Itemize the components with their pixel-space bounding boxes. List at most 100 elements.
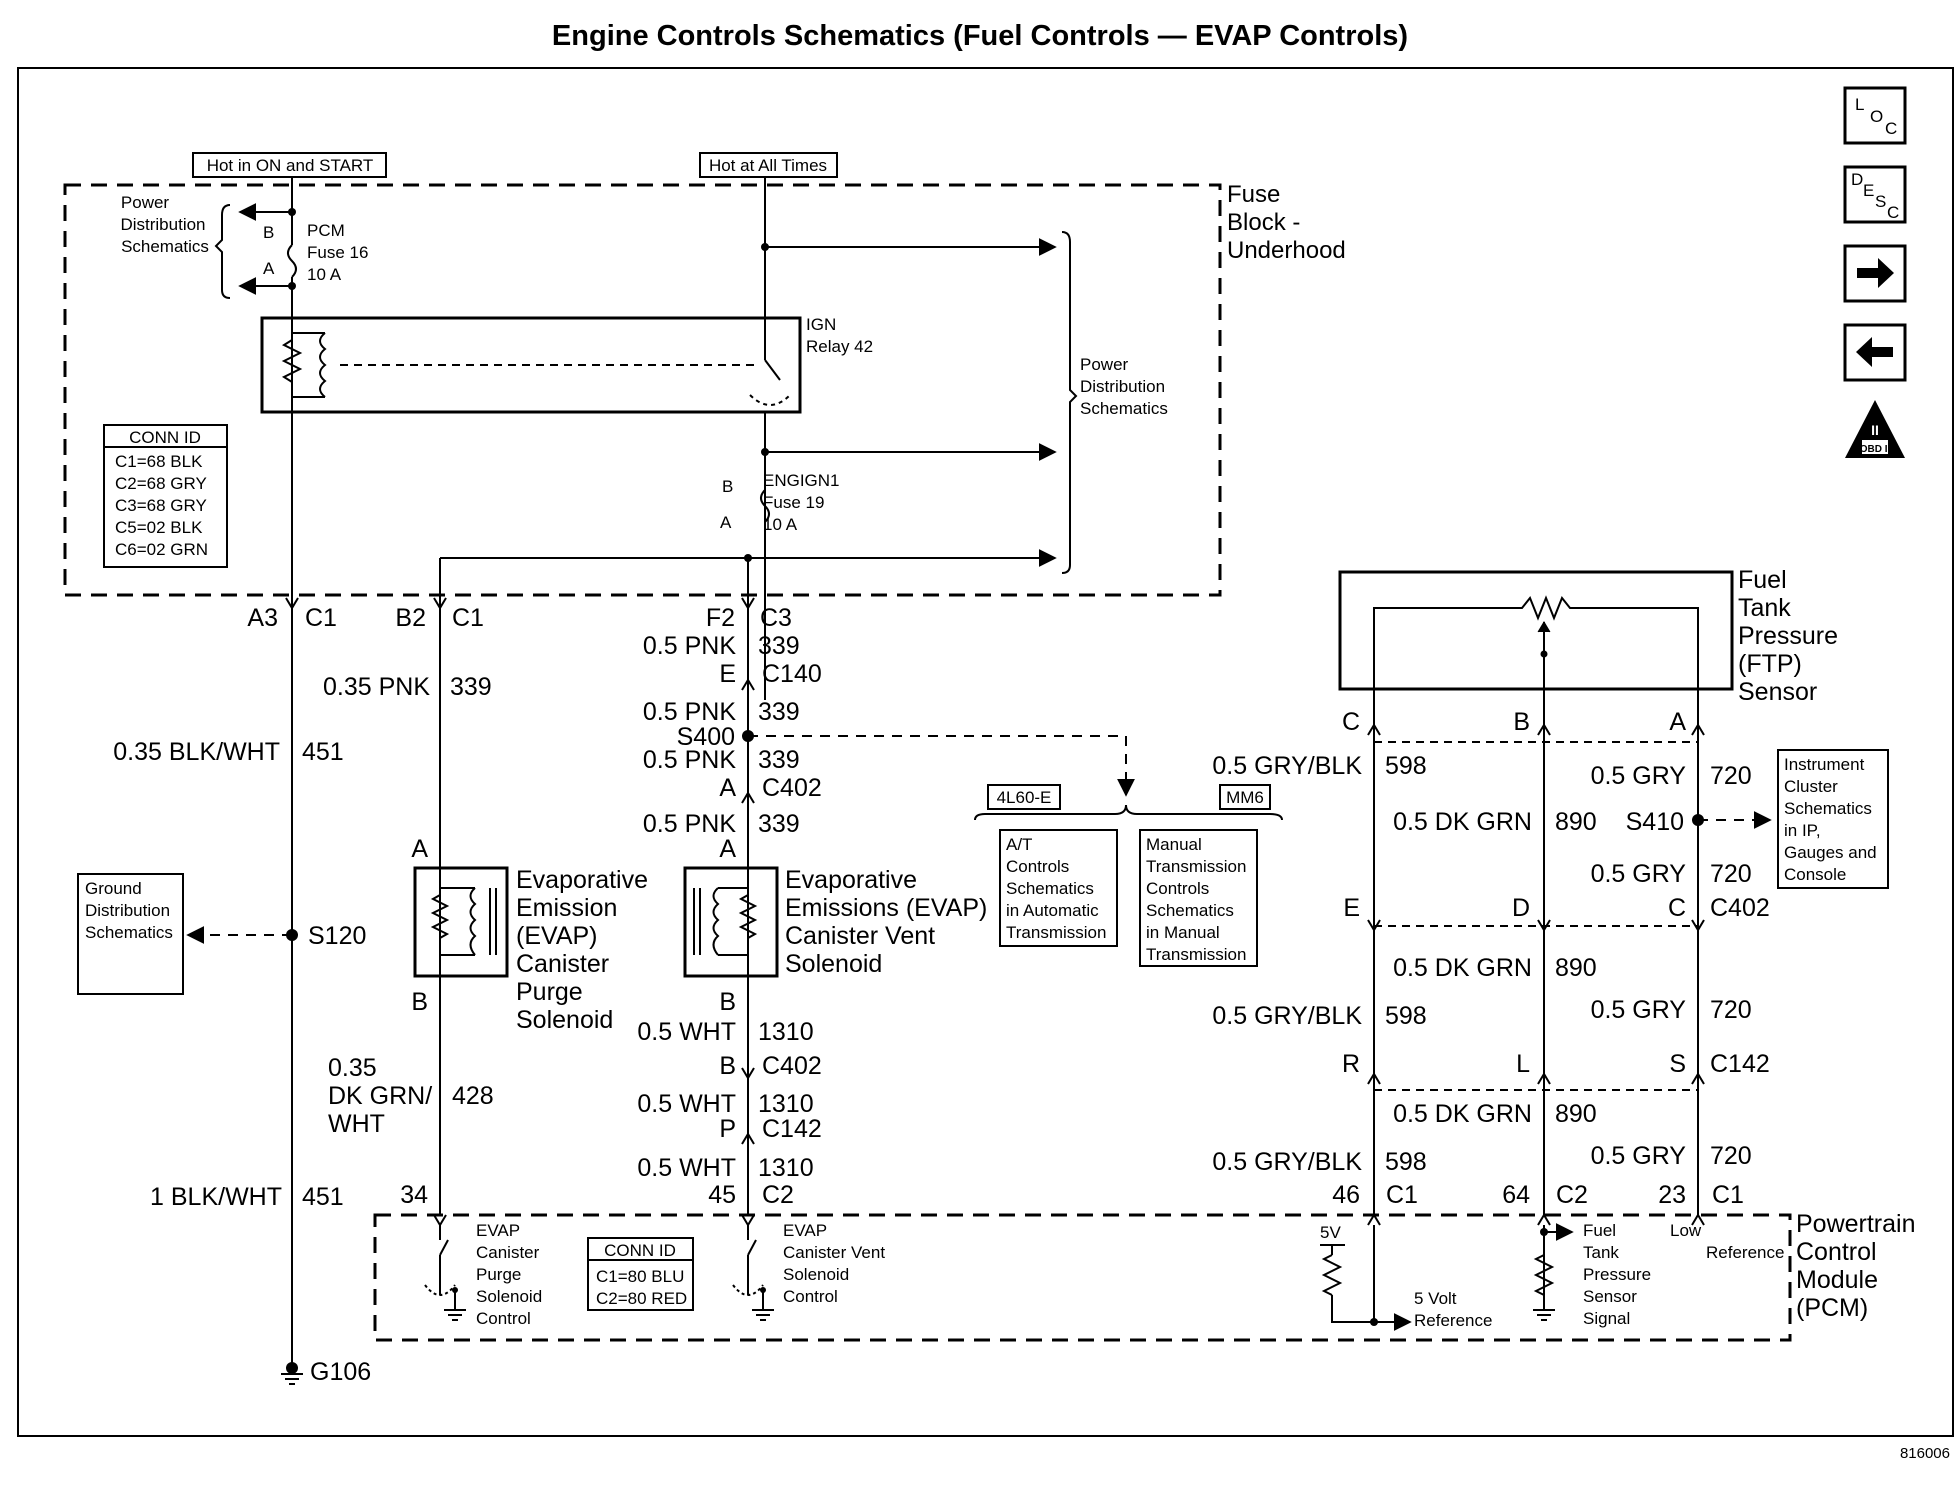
svg-text:34: 34 [400,1181,428,1209]
svg-text:Gauges and: Gauges and [1784,843,1877,862]
evap-vent-solenoid [683,866,779,978]
svg-text:C402: C402 [1710,894,1770,922]
svg-text:Manual: Manual [1146,835,1202,854]
svg-text:EVAP: EVAP [783,1221,827,1240]
svg-text:C2: C2 [1556,1181,1588,1209]
svg-text:Transmission: Transmission [1146,857,1246,876]
svg-text:Hot in ON and START: Hot in ON and START [207,156,374,175]
instrument-cluster-box[interactable]: Instrument Cluster Schematics in IP, Gau… [1777,749,1889,889]
svg-text:Control: Control [783,1287,838,1306]
svg-text:A/T: A/T [1006,835,1032,854]
svg-text:C3: C3 [760,604,792,632]
svg-text:S: S [1875,192,1886,211]
svg-text:598: 598 [1385,1002,1427,1030]
svg-text:C2=80 RED: C2=80 RED [596,1289,687,1308]
col2-lower-ckt: 428 [452,1082,494,1110]
svg-text:Canister Vent: Canister Vent [785,922,935,950]
svg-text:Cluster: Cluster [1784,777,1838,796]
svg-text:(EVAP): (EVAP) [516,922,598,950]
ign-relay-label: IGN Relay 42 [806,315,873,356]
svg-text:B: B [411,988,428,1016]
svg-text:C1: C1 [452,604,484,632]
svg-text:Control: Control [476,1309,531,1328]
svg-text:Signal: Signal [1583,1309,1630,1328]
svg-text:Fuse 16: Fuse 16 [307,243,368,262]
svg-text:720: 720 [1710,996,1752,1024]
svg-text:B: B [719,988,736,1016]
back-arrow-icon[interactable] [1843,323,1907,382]
svg-text:C6=02 GRN: C6=02 GRN [115,540,208,559]
svg-text:890: 890 [1555,954,1597,982]
svg-text:in IP,: in IP, [1784,821,1821,840]
col2-lower-gauge: 0.35 DK GRN/ WHT [328,1054,432,1138]
svg-text:Canister: Canister [476,1243,540,1262]
svg-text:C5=02 BLK: C5=02 BLK [115,518,203,537]
svg-text:1310: 1310 [758,1090,814,1118]
svg-text:L: L [1855,95,1864,114]
svg-text:G106: G106 [310,1358,371,1386]
engign1-fuse-19: B A ENGIGN1 Fuse 19 10 A [720,471,840,534]
svg-text:Emission: Emission [516,894,617,922]
svg-text:C: C [1887,203,1899,222]
svg-text:A: A [411,835,428,863]
option-mm6: MM6 [1219,784,1271,810]
svg-text:C1: C1 [1712,1181,1744,1209]
pcm-box [373,1213,1792,1342]
svg-text:1310: 1310 [758,1154,814,1182]
svg-text:Power: Power [1080,355,1129,374]
fuse-block-label: Fuse Block - Underhood [1227,181,1346,264]
svg-text:WHT: WHT [328,1110,385,1138]
svg-text:Ground: Ground [85,879,142,898]
svg-text:A: A [720,513,732,532]
svg-text:598: 598 [1385,752,1427,780]
svg-text:0.5 GRY/BLK: 0.5 GRY/BLK [1212,752,1362,780]
svg-text:0.35: 0.35 [328,1054,377,1082]
svg-text:890: 890 [1555,1100,1597,1128]
manual-trans-box[interactable]: Manual Transmission Controls Schematics … [1139,829,1258,967]
five-volt-reference-circuit: 5V [1320,1213,1412,1331]
svg-text:0.5 DK GRN: 0.5 DK GRN [1393,808,1532,836]
svg-text:Transmission: Transmission [1006,923,1106,942]
col2-wire-gauge: 0.35 PNK [323,673,430,701]
obd-ii-icon[interactable]: II OBD II [1845,400,1905,458]
svg-text:1310: 1310 [758,1018,814,1046]
desc-icon[interactable]: D E S C [1843,165,1907,224]
purge-control-label: EVAP Canister Purge Solenoid Control [476,1221,542,1328]
svg-text:0.5 DK GRN: 0.5 DK GRN [1393,1100,1532,1128]
svg-text:0.5 WHT: 0.5 WHT [637,1154,736,1182]
pcm-fuse-16: B A PCM Fuse 16 10 A [263,221,368,284]
svg-text:II: II [1871,422,1879,438]
svg-text:A: A [1669,708,1686,736]
svg-text:Powertrain: Powertrain [1796,1210,1916,1238]
loc-icon[interactable]: L O C [1843,86,1907,145]
svg-text:5V: 5V [1320,1223,1341,1242]
pcm-label: Powertrain Control Module (PCM) [1796,1210,1916,1322]
svg-text:Tank: Tank [1583,1243,1619,1262]
svg-text:Low: Low [1670,1221,1702,1240]
svg-text:0.5 PNK: 0.5 PNK [643,698,736,726]
svg-text:5 Volt: 5 Volt [1414,1289,1457,1308]
ground-distribution-box[interactable]: Ground Distribution Schematics [77,873,184,995]
ftp-signal-label: Fuel Tank Pressure Sensor Signal [1583,1221,1651,1328]
svg-text:720: 720 [1710,860,1752,888]
svg-text:Pressure: Pressure [1738,622,1838,650]
svg-text:Console: Console [1784,865,1846,884]
svg-text:D: D [1851,170,1863,189]
at-controls-box[interactable]: A/T Controls Schematics in Automatic Tra… [999,829,1118,947]
svg-text:DK GRN/: DK GRN/ [328,1082,432,1110]
svg-text:Controls: Controls [1006,857,1069,876]
svg-text:Schematics: Schematics [1146,901,1234,920]
svg-text:in Manual: in Manual [1146,923,1220,942]
purge-solenoid-label: Evaporative Emission (EVAP) Canister Pur… [516,866,648,1034]
forward-arrow-icon[interactable] [1843,244,1907,303]
svg-text:598: 598 [1385,1148,1427,1176]
col1-pin: A3 [247,604,278,632]
svg-text:C1=80 BLU: C1=80 BLU [596,1267,684,1286]
svg-text:10 A: 10 A [307,265,342,284]
svg-text:0.5 GRY/BLK: 0.5 GRY/BLK [1212,1148,1362,1176]
option-4l60e: 4L60-E [987,784,1061,810]
svg-text:0.5 DK GRN: 0.5 DK GRN [1393,954,1532,982]
svg-text:Reference: Reference [1706,1243,1784,1262]
svg-text:Sensor: Sensor [1583,1287,1637,1306]
